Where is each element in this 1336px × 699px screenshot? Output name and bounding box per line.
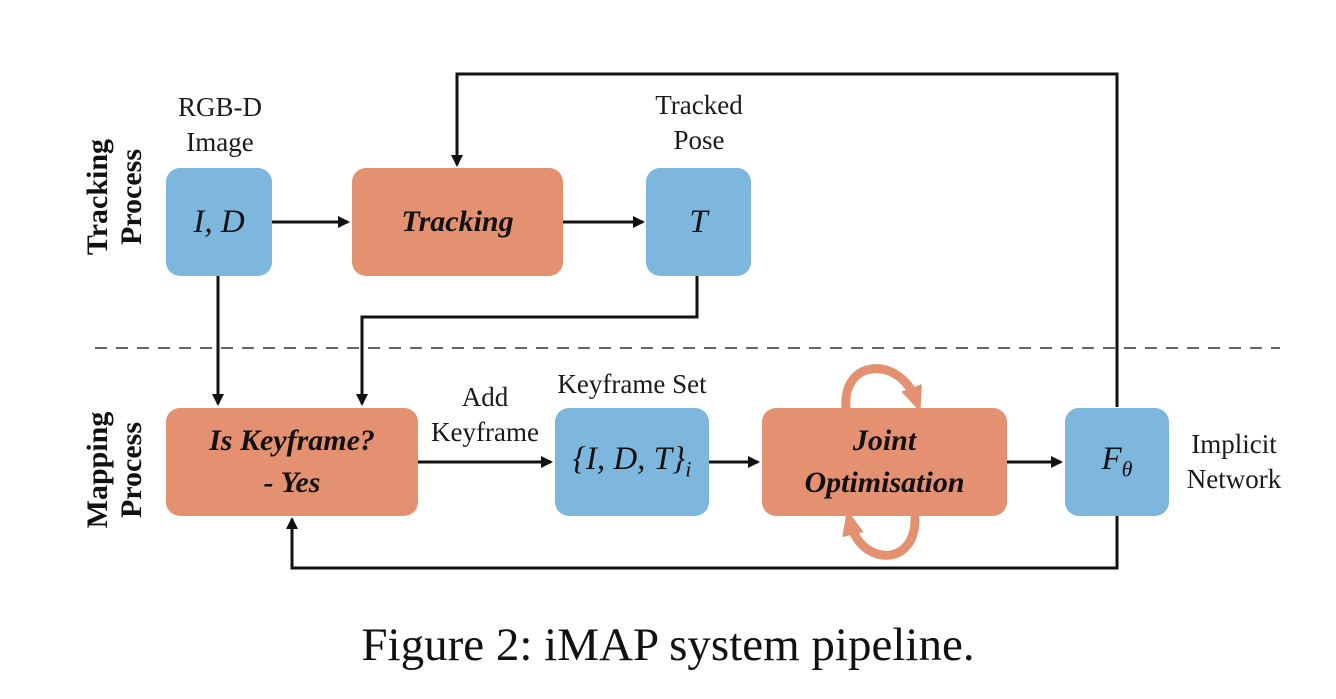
node-keyframe-set: {I, D, T}i	[555, 408, 709, 516]
node-image-input: I, D	[166, 168, 272, 276]
node-is-keyframe-text: Is Keyframe? - Yes	[209, 420, 375, 504]
section-label-mapping-line2: Process	[115, 421, 148, 519]
section-label-mapping-line1: Mapping	[81, 411, 114, 529]
node-joint-optimisation-line2: Optimisation	[804, 466, 965, 499]
node-is-keyframe-line1: Is Keyframe?	[209, 424, 375, 457]
label-implicit-line1: Implicit	[1191, 429, 1277, 459]
section-label-tracking-line2: Process	[115, 148, 148, 246]
node-network-text: Fθ	[1102, 441, 1133, 483]
label-add-keyframe-line2: Keyframe	[431, 417, 539, 447]
label-tracked-pose-line1: Tracked	[655, 90, 743, 120]
node-is-keyframe-line2: - Yes	[263, 466, 321, 499]
section-label-tracking-line1: Tracking	[81, 138, 114, 256]
label-keyframe-set-text: Keyframe Set	[557, 369, 707, 399]
node-tracking-text: Tracking	[401, 205, 514, 238]
node-network-subscript: θ	[1121, 456, 1133, 482]
label-implicit-network: Implicit Network	[1170, 427, 1298, 497]
node-joint-optimisation-text: Joint Optimisation	[804, 420, 964, 504]
label-rgbd-line1: RGB-D	[177, 92, 262, 122]
node-joint-optimisation: Joint Optimisation	[762, 408, 1007, 516]
node-pose-text: T	[689, 203, 708, 240]
label-implicit-line2: Network	[1186, 464, 1282, 494]
label-add-keyframe: Add Keyframe	[410, 380, 560, 450]
cycle-arrow-bottom	[842, 509, 920, 560]
figure-caption: Figure 2: iMAP system pipeline.	[361, 619, 975, 671]
node-keyframe-set-subscript: i	[685, 456, 692, 482]
section-label-mapping: Mapping Process	[81, 395, 149, 545]
node-network-symbol: F	[1101, 441, 1122, 478]
arrow-network-to-tracking	[451, 72, 1119, 407]
cycle-arrow-top	[841, 364, 922, 413]
node-image-input-text: I, D	[193, 203, 245, 240]
label-tracked-pose-line2: Pose	[673, 125, 725, 155]
node-keyframe-set-math: {I, D, T}	[572, 441, 686, 478]
node-joint-optimisation-line1: Joint	[852, 424, 917, 457]
label-tracked-pose: Tracked Pose	[624, 88, 774, 158]
label-add-keyframe-line1: Add	[461, 382, 509, 412]
node-keyframe-set-text: {I, D, T}i	[573, 441, 692, 483]
node-tracking: Tracking	[352, 168, 563, 276]
arrow-network-to-keyframe-check	[286, 516, 1119, 570]
node-pose: T	[646, 168, 751, 276]
label-rgbd-image: RGB-D Image	[150, 90, 290, 160]
node-implicit-network: Fθ	[1065, 408, 1169, 516]
label-keyframe-set: Keyframe Set	[532, 367, 732, 402]
arrow-pose-to-keyframe-check	[356, 276, 699, 406]
label-rgbd-line2: Image	[186, 127, 254, 157]
node-is-keyframe: Is Keyframe? - Yes	[166, 408, 418, 516]
section-label-tracking: Tracking Process	[81, 122, 149, 272]
